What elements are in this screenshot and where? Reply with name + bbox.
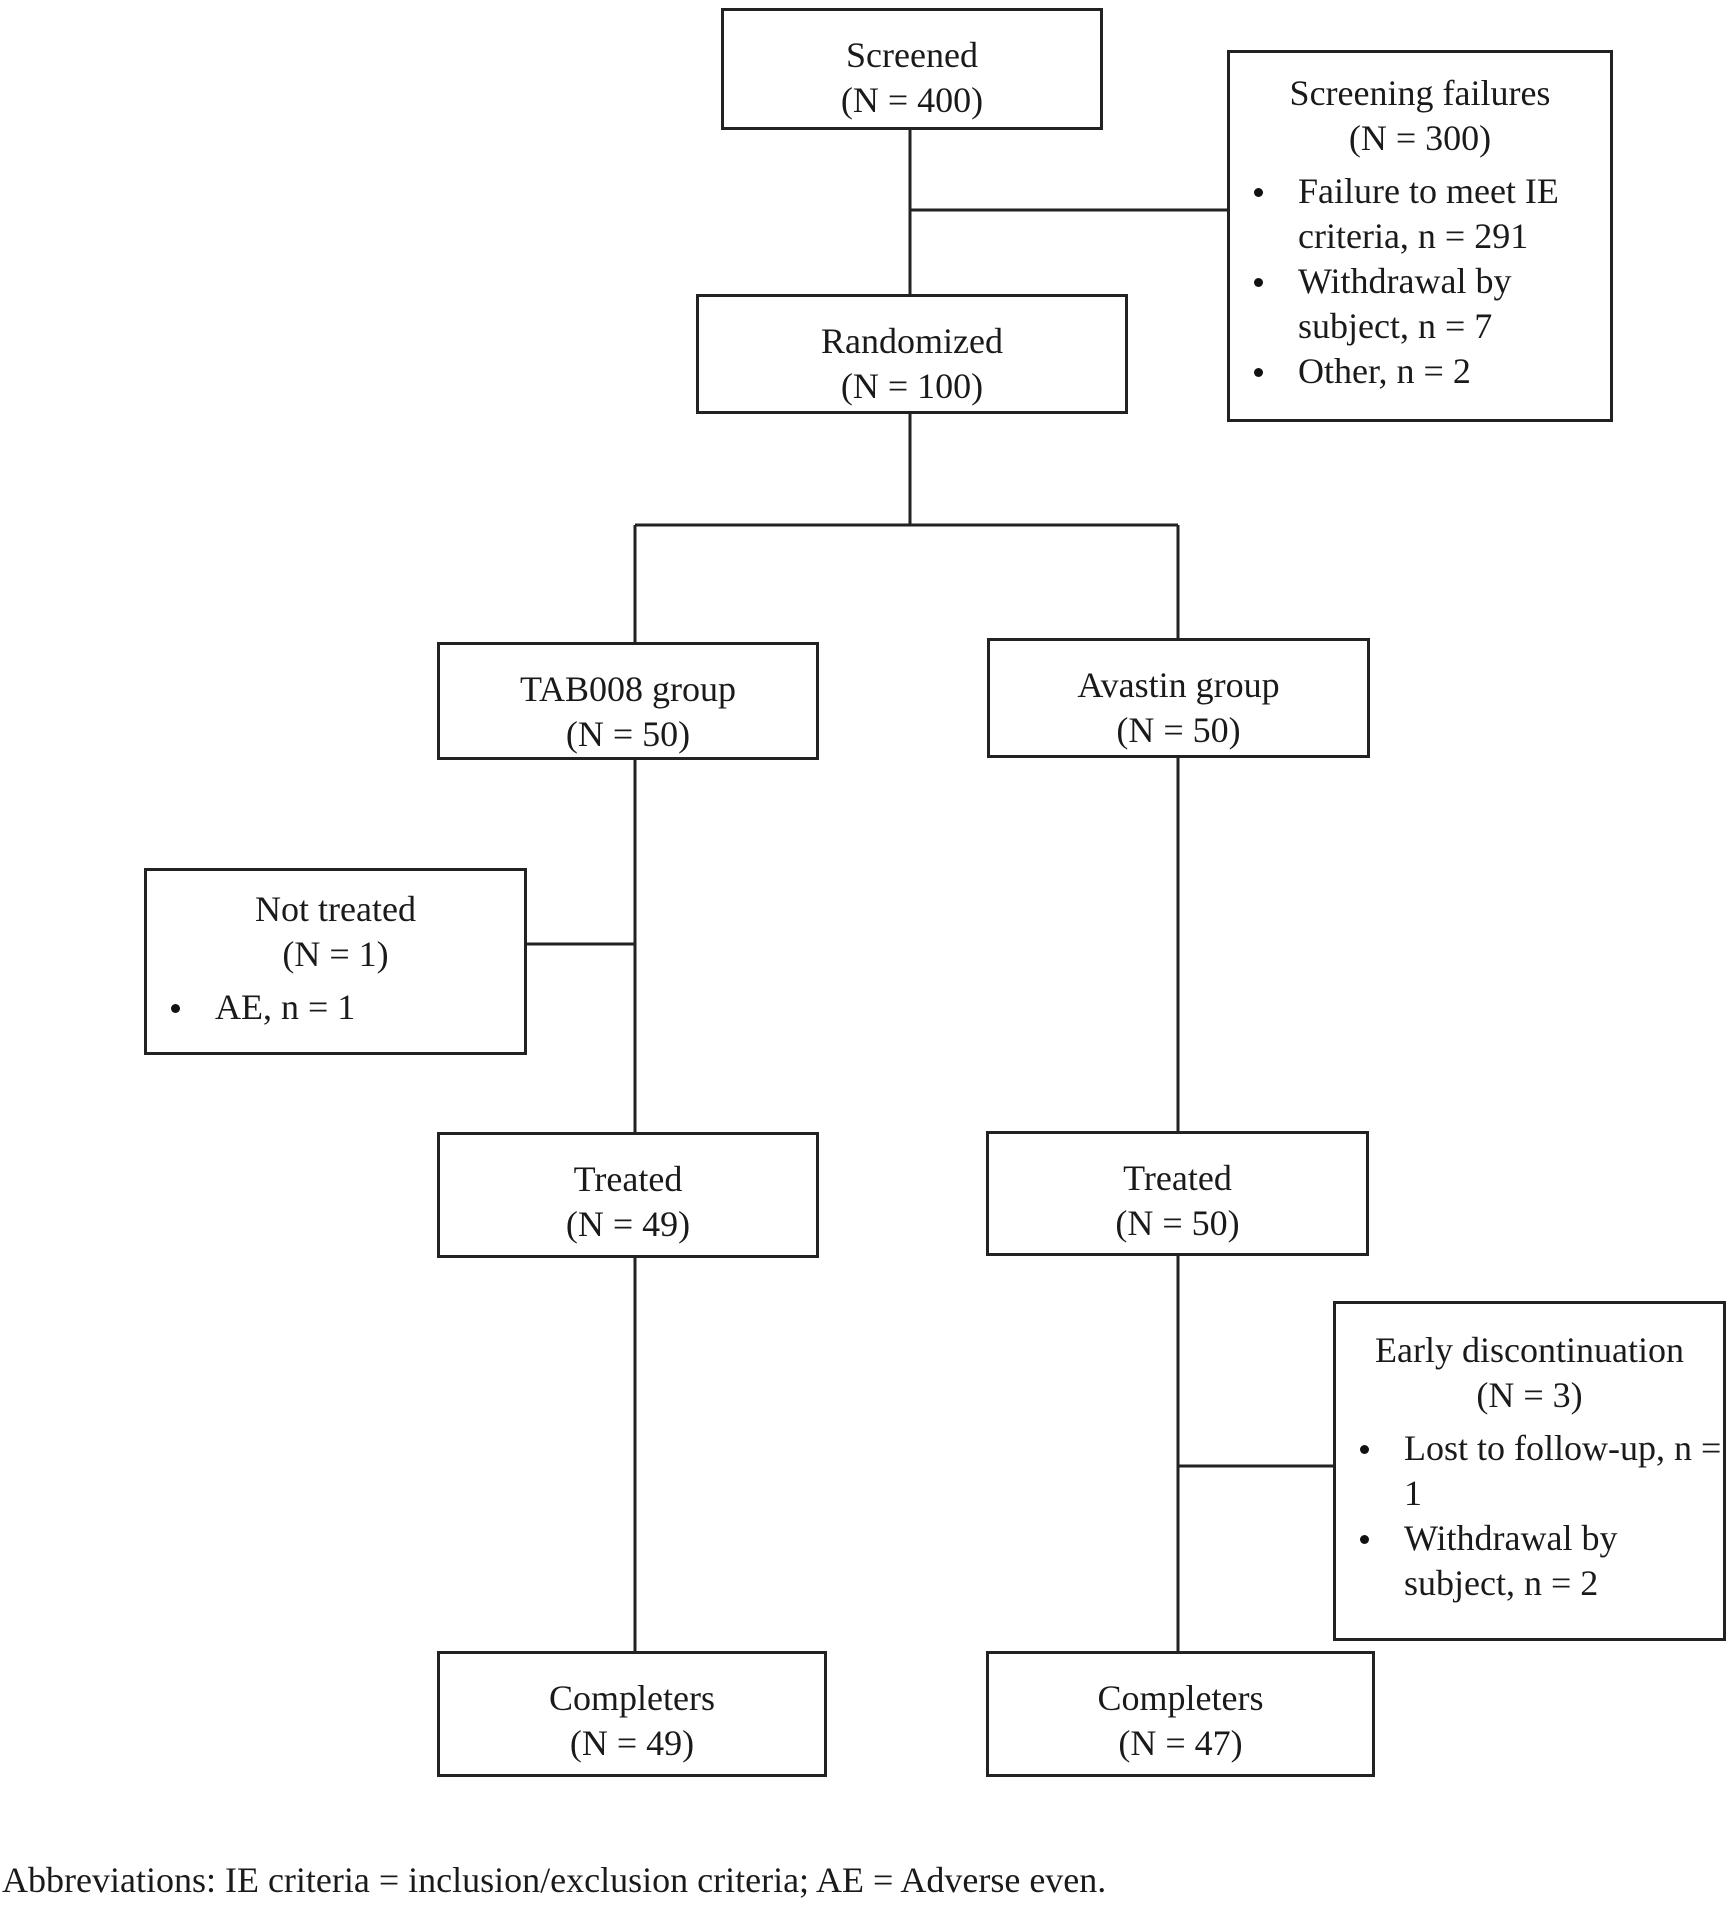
avastin-treated-title: Treated: [1123, 1158, 1232, 1198]
list-item: Failure to meet IE criteria, n = 291: [1254, 169, 1610, 259]
tab008-treated-count: (N = 49): [565, 1204, 691, 1244]
list-item: Other, n = 2: [1254, 349, 1610, 394]
randomized-count: (N = 100): [840, 366, 984, 406]
tab008-completers-title: Completers: [549, 1678, 715, 1718]
early-discontinuation-list: Lost to follow-up, n = 1 Withdrawal by s…: [1336, 1426, 1723, 1606]
screening-failures-list: Failure to meet IE criteria, n = 291 Wit…: [1230, 169, 1610, 394]
list-item: AE, n = 1: [171, 985, 524, 1030]
screening-failures-count: (N = 300): [1348, 118, 1492, 158]
screened-box: Screened (N = 400): [721, 8, 1103, 130]
avastin-completers-box: Completers (N = 47): [986, 1651, 1375, 1777]
not-treated-count: (N = 1): [282, 934, 389, 974]
tab008-treated-title: Treated: [573, 1159, 683, 1199]
screening-failures-box: Screening failures (N = 300) Failure to …: [1227, 50, 1613, 422]
avastin-treated-count: (N = 50): [1115, 1203, 1240, 1243]
tab008-treated-box: Treated (N = 49): [437, 1132, 819, 1258]
not-treated-list: AE, n = 1: [147, 985, 524, 1030]
tab008-group-title: TAB008 group: [519, 669, 737, 709]
avastin-group-box: Avastin group (N = 50): [987, 638, 1370, 758]
tab008-completers-count: (N = 49): [569, 1723, 695, 1763]
early-discontinuation-count: (N = 3): [1476, 1375, 1583, 1415]
randomized-box: Randomized (N = 100): [696, 294, 1128, 414]
tab008-group-count: (N = 50): [565, 714, 691, 754]
not-treated-title: Not treated: [255, 889, 416, 929]
list-item: Lost to follow-up, n = 1: [1360, 1426, 1723, 1516]
avastin-completers-count: (N = 47): [1118, 1723, 1243, 1763]
early-discontinuation-title: Early discontinuation: [1375, 1330, 1684, 1370]
tab008-group-box: TAB008 group (N = 50): [437, 642, 819, 760]
screened-title: Screened: [846, 35, 978, 75]
screened-count: (N = 400): [840, 80, 984, 120]
avastin-group-count: (N = 50): [1116, 710, 1241, 750]
randomized-title: Randomized: [821, 321, 1003, 361]
abbreviations-note: Abbreviations: IE criteria = inclusion/e…: [2, 1860, 1107, 1900]
early-discontinuation-box: Early discontinuation (N = 3) Lost to fo…: [1333, 1301, 1726, 1641]
tab008-completers-box: Completers (N = 49): [437, 1651, 827, 1777]
avastin-completers-title: Completers: [1097, 1678, 1264, 1718]
screening-failures-title: Screening failures: [1289, 73, 1551, 113]
list-item: Withdrawal by subject, n = 2: [1360, 1516, 1723, 1606]
not-treated-box: Not treated (N = 1) AE, n = 1: [144, 868, 527, 1055]
avastin-group-title: Avastin group: [1077, 665, 1280, 705]
avastin-treated-box: Treated (N = 50): [986, 1131, 1369, 1256]
list-item: Withdrawal by subject, n = 7: [1254, 259, 1610, 349]
